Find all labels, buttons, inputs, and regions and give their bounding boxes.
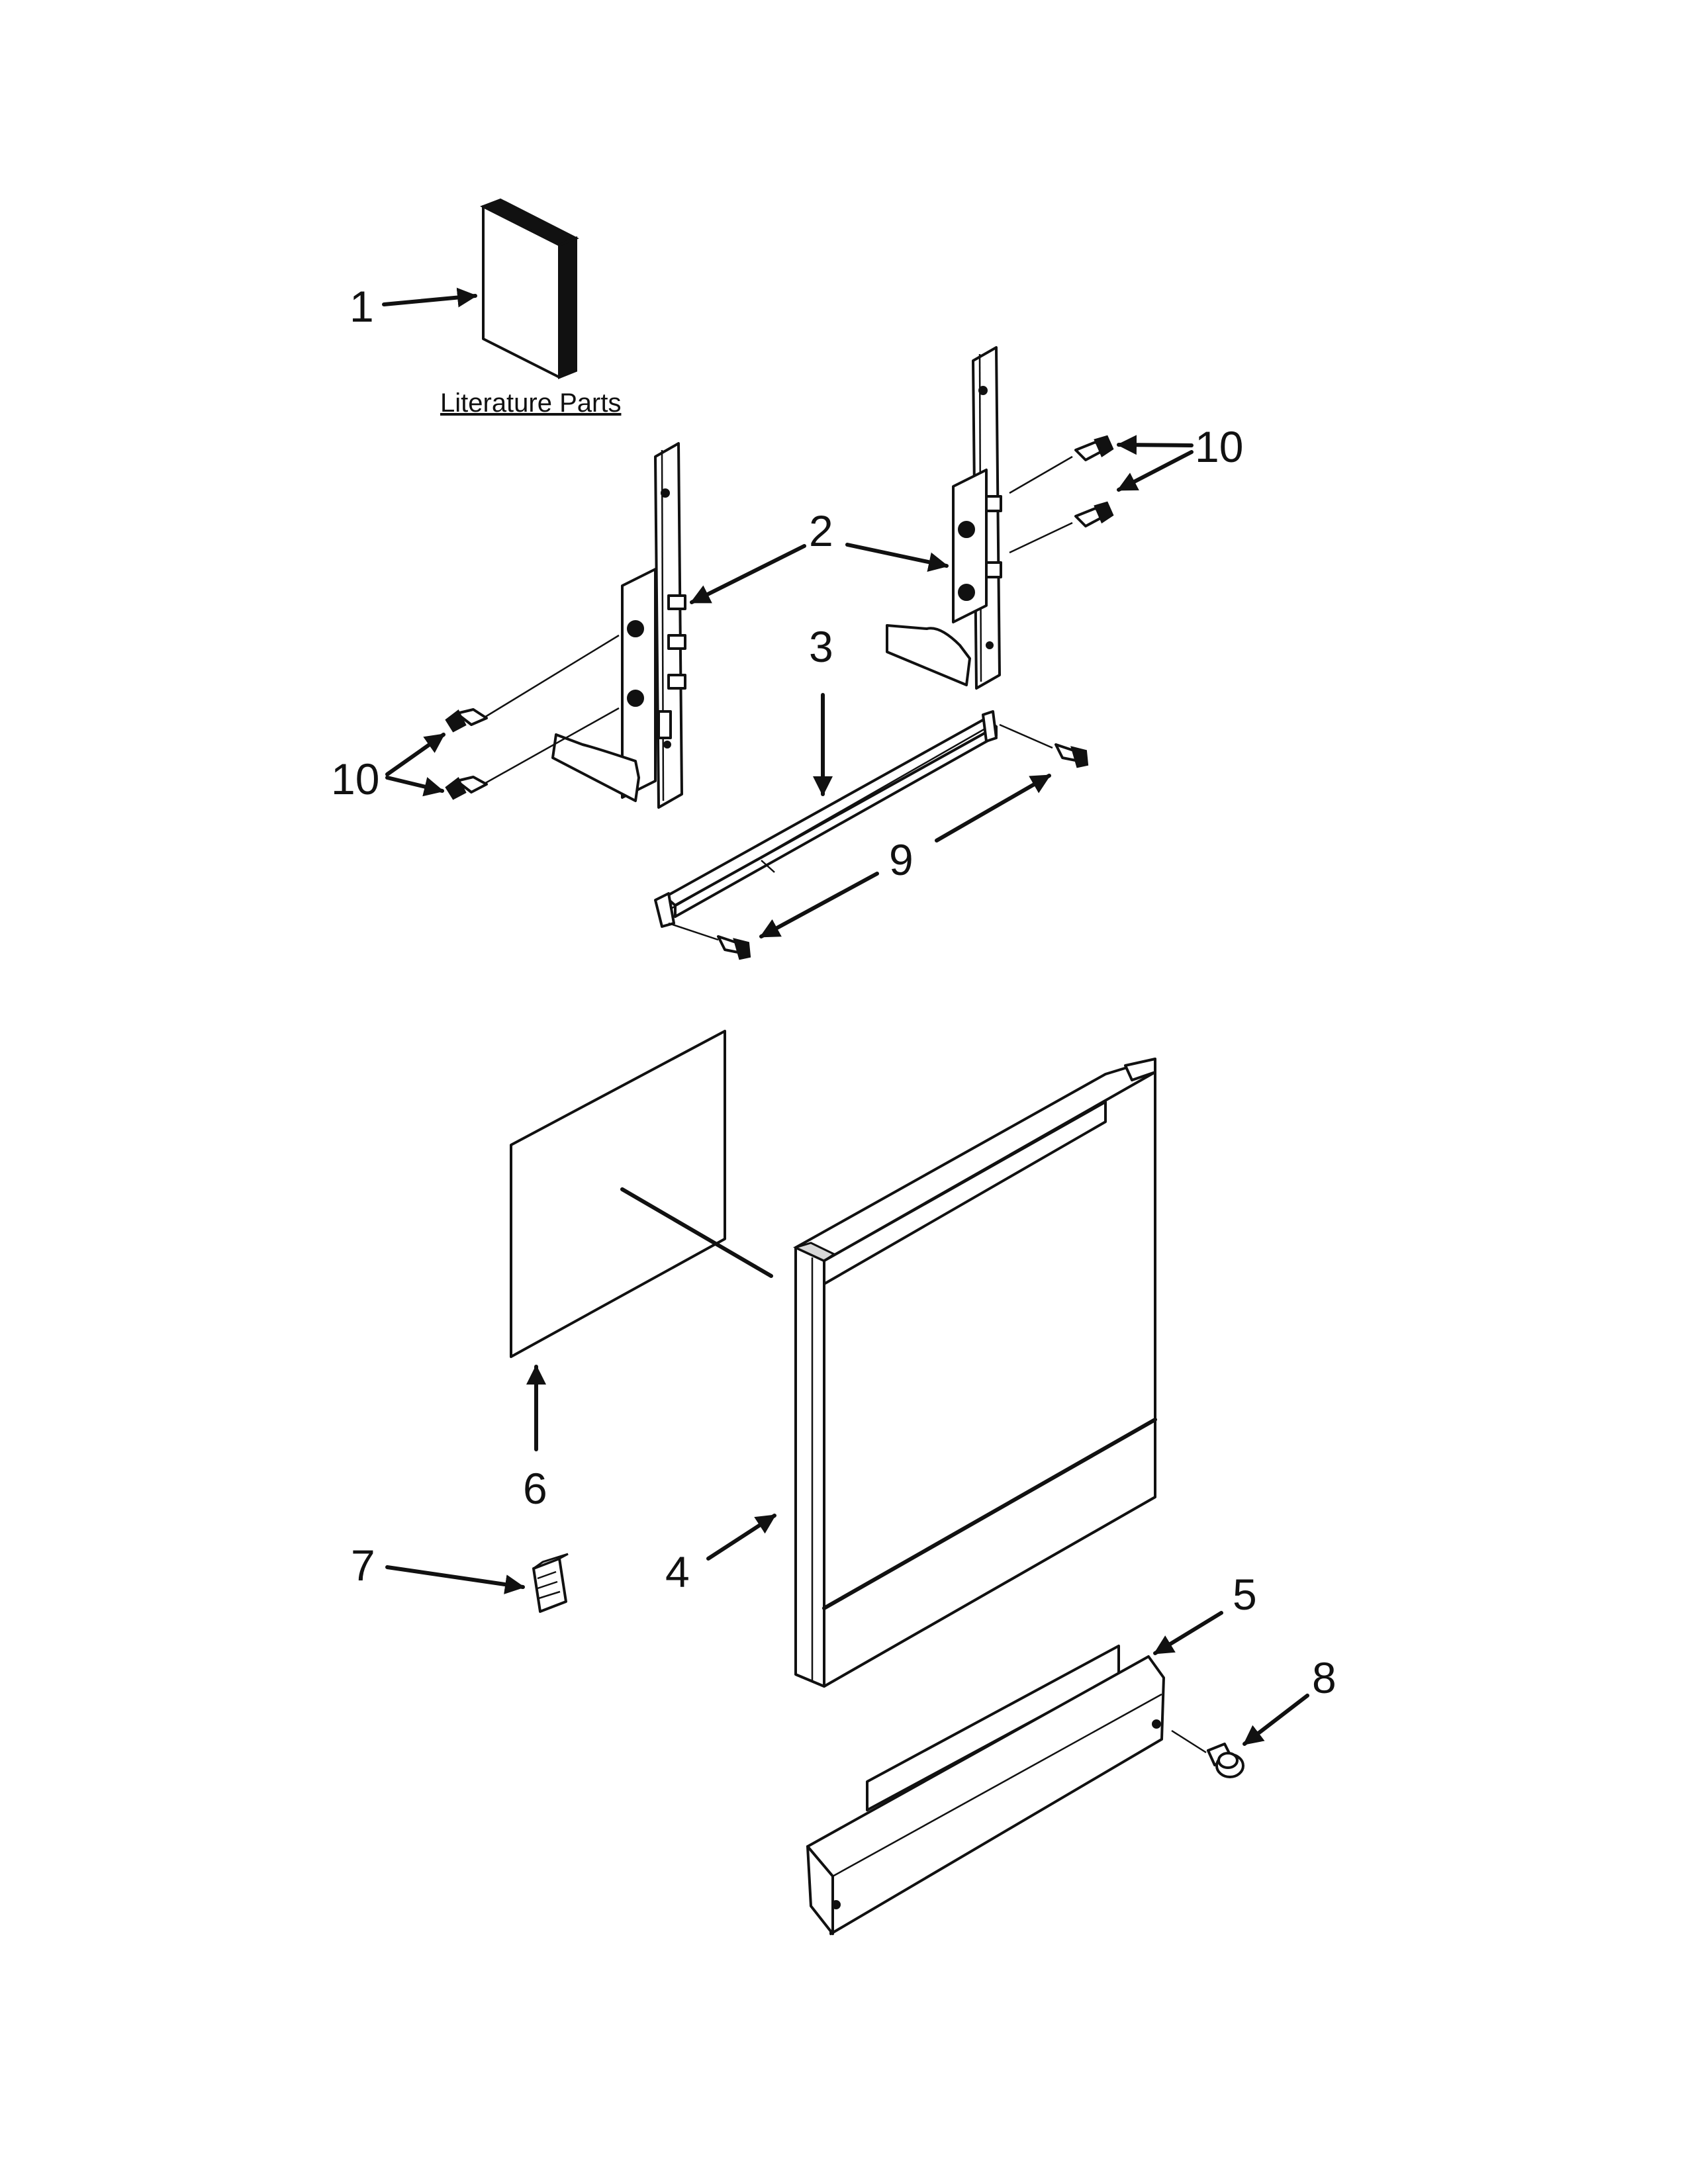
- rail-screw-left: [668, 922, 751, 960]
- callout-10-right: 10: [1195, 422, 1243, 471]
- callout-10-left: 10: [331, 754, 379, 803]
- callout-8: 8: [1312, 1653, 1336, 1702]
- left-mounting-bracket-part: [551, 442, 686, 809]
- callout-7: 7: [351, 1541, 375, 1590]
- leader-2-right: [845, 543, 949, 572]
- callout-4: 4: [665, 1547, 690, 1596]
- leader-10-left-a: [385, 733, 445, 776]
- right-screw-lower: [1009, 501, 1114, 554]
- clip-part: [532, 1553, 569, 1613]
- leader-10-left-b: [385, 776, 444, 797]
- callout-6: 6: [523, 1464, 547, 1513]
- callout-5: 5: [1233, 1570, 1257, 1619]
- kick-plate-part: [806, 1645, 1165, 1935]
- literature-parts-caption: Literature Parts: [440, 388, 621, 418]
- leader-9-left: [759, 872, 879, 938]
- leader-5: [1153, 1611, 1223, 1655]
- kick-plate-screw-part: [1171, 1729, 1244, 1778]
- rail-screw-right: [999, 723, 1089, 768]
- callout-2: 2: [809, 506, 833, 555]
- leader-2-left: [690, 544, 806, 604]
- left-screw-lower: [445, 707, 620, 800]
- left-screw-upper: [445, 634, 620, 733]
- leader-10-right-b: [1117, 450, 1194, 492]
- door-part: [792, 1058, 1157, 1688]
- literature-book-part: [480, 198, 579, 379]
- callout-1: 1: [350, 282, 374, 331]
- rail-part: [654, 710, 998, 928]
- leader-1: [382, 287, 477, 308]
- callout-3: 3: [809, 622, 833, 671]
- callout-9: 9: [889, 835, 914, 884]
- leader-9-right: [935, 774, 1051, 842]
- right-screw-upper: [1009, 435, 1114, 494]
- panel-part: [510, 1030, 773, 1358]
- leader-8: [1243, 1694, 1309, 1746]
- leader-4: [706, 1514, 776, 1561]
- right-mounting-bracket-part: [886, 346, 1002, 690]
- leader-7: [385, 1565, 525, 1594]
